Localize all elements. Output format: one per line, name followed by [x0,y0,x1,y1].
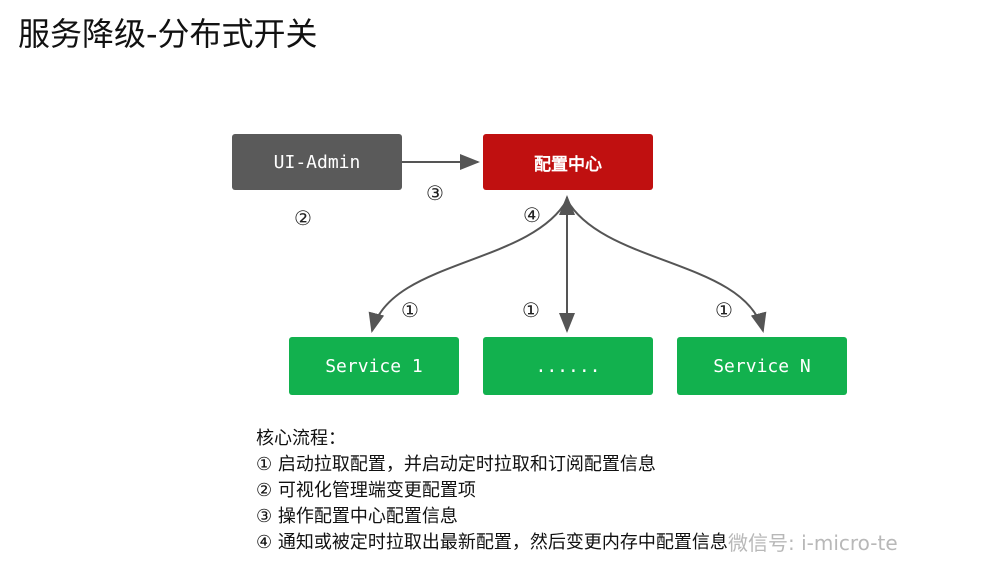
ui-admin-node: UI-Admin [232,134,402,190]
step-marker-middle-service: ① [522,298,540,322]
config-center-node: 配置中心 [483,134,653,190]
step-marker-left-service: ① [401,298,419,322]
service-1-node: Service 1 [289,337,459,395]
step-marker-right-service: ① [715,298,733,322]
step-marker-admin-to-center: ③ [426,181,444,205]
step-marker-admin: ② [294,206,312,230]
flow-notes: 核心流程： ① 启动拉取配置，并启动定时拉取和订阅配置信息 ② 可视化管理端变更… [256,426,728,556]
watermark: 微信号: i-micro-te [728,531,898,555]
service-n-node: Service N [677,337,847,395]
arrow-center-to-service-1 [368,199,568,333]
flow-step-1: ① 启动拉取配置，并启动定时拉取和订阅配置信息 [256,454,656,475]
arrow-center-to-service-n [566,199,767,333]
page-title: 服务降级-分布式开关 [18,15,318,53]
flow-heading: 核心流程： [256,428,346,449]
service-middle-node: ...... [483,337,653,395]
flow-step-2: ② 可视化管理端变更配置项 [256,480,476,501]
step-marker-center: ④ [523,203,541,227]
flow-step-3: ③ 操作配置中心配置信息 [256,506,458,527]
flow-step-4: ④ 通知或被定时拉取出最新配置，然后变更内存中配置信息 [256,532,728,553]
